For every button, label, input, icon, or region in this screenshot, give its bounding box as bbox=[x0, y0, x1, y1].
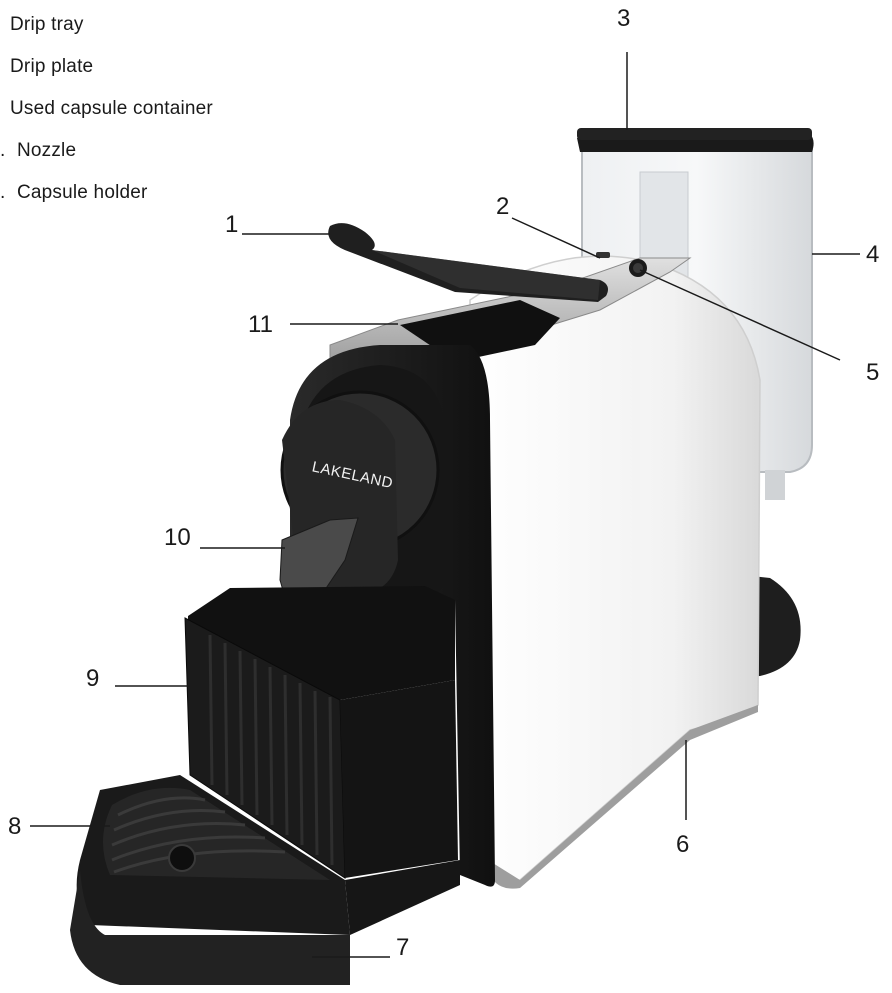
callout-11-capsule-holder: 11 bbox=[248, 311, 273, 338]
legend-item-drip-tray: Drip tray bbox=[0, 14, 84, 36]
drip-tray bbox=[70, 775, 460, 985]
parts-legend: Drip tray Drip plate Used capsule contai… bbox=[0, 0, 300, 215]
legend-label: Capsule holder bbox=[16, 182, 148, 203]
legend-number: . bbox=[0, 140, 6, 161]
legend-item-used-capsule-container: Used capsule container bbox=[0, 98, 213, 120]
callout-6-body: 6 bbox=[676, 831, 689, 858]
main-body bbox=[469, 255, 761, 889]
callout-4-water-tank: 4 bbox=[866, 241, 879, 268]
legend-item-drip-plate: Drip plate bbox=[0, 56, 93, 78]
callout-10-nozzle: 10 bbox=[164, 524, 191, 551]
legend-label: Drip plate bbox=[10, 56, 94, 77]
legend-label: Nozzle bbox=[16, 140, 77, 161]
callout-1-lever: 1 bbox=[225, 211, 238, 238]
indicator-light bbox=[596, 252, 610, 258]
legend-number: . bbox=[0, 182, 6, 203]
callout-8-drip-plate: 8 bbox=[8, 813, 21, 840]
callout-3-tank-lid: 3 bbox=[617, 5, 630, 32]
legend-label: Drip tray bbox=[10, 14, 84, 35]
legend-item-capsule-holder: . Capsule holder bbox=[0, 182, 148, 204]
drain-hole-icon bbox=[168, 844, 196, 872]
callout-7-drip-tray: 7 bbox=[396, 934, 409, 961]
legend-label: Used capsule container bbox=[10, 98, 213, 119]
leader-lines bbox=[30, 52, 860, 958]
callout-2-indicator: 2 bbox=[496, 193, 509, 220]
callout-5-power-button: 5 bbox=[866, 359, 879, 386]
drip-plate bbox=[184, 586, 458, 879]
callout-9-used-capsule-container: 9 bbox=[86, 665, 99, 692]
tray-front bbox=[70, 870, 350, 985]
lever bbox=[328, 223, 608, 302]
legend-item-nozzle: . Nozzle bbox=[0, 140, 76, 162]
